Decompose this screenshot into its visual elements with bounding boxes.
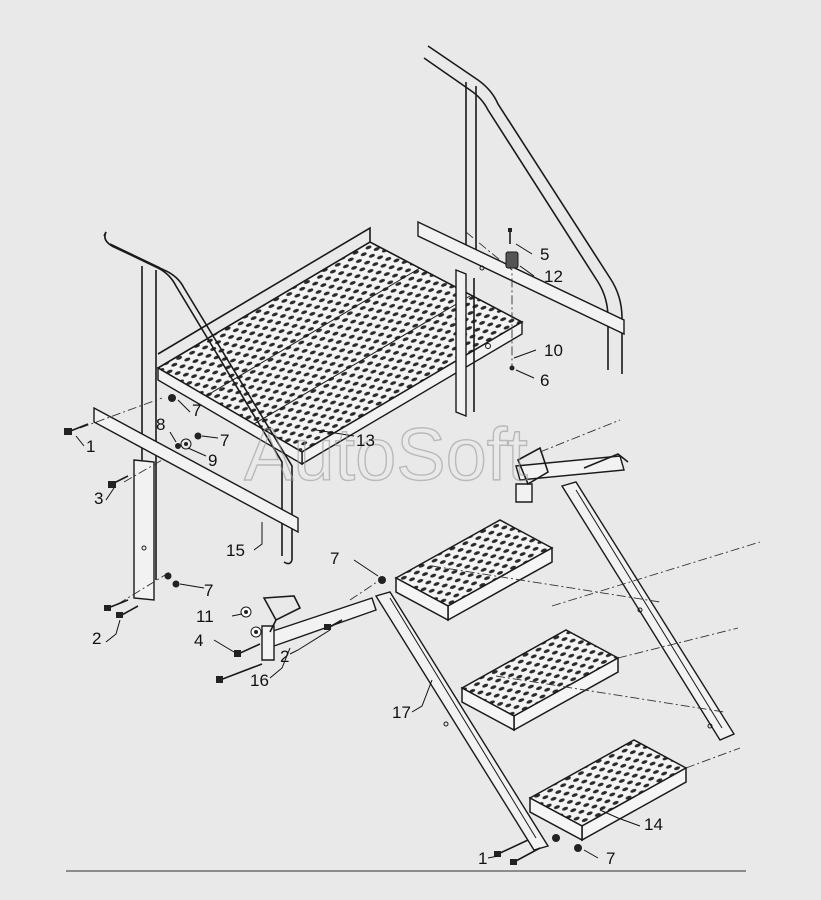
platform-grating	[156, 226, 524, 466]
nut-4	[250, 626, 262, 638]
callout-7-e: 7	[606, 849, 615, 868]
callout-16: 16	[250, 671, 269, 690]
step-tread-middle	[460, 629, 620, 732]
callout-1-upper: 1	[86, 437, 95, 456]
callout-1-bottom: 1	[478, 849, 487, 868]
callout-4: 4	[194, 631, 203, 650]
step-tread-bottom	[528, 739, 688, 842]
bolt-5	[508, 228, 512, 244]
callout-2-left: 2	[92, 629, 101, 648]
callout-7-c: 7	[204, 581, 213, 600]
watermark: AutoSoft	[244, 413, 528, 496]
nut-7b	[194, 432, 202, 440]
callout-5: 5	[540, 245, 549, 264]
callout-11: 11	[196, 607, 214, 626]
nut-7a	[168, 394, 176, 402]
front-handrail	[103, 231, 293, 580]
nut-11	[240, 606, 252, 618]
bolt-16	[216, 663, 263, 683]
callout-7-b: 7	[220, 431, 229, 450]
callout-14: 14	[644, 815, 663, 834]
callouts: 1 1 2 2 3 4 5 6 7 7 7 7 7 8 9 10 11 12 1…	[86, 245, 663, 868]
callout-3: 3	[94, 489, 103, 508]
callout-7-a: 7	[192, 401, 201, 420]
spacer-12	[505, 251, 519, 269]
nuts-7c	[164, 572, 180, 588]
hardware-bottom	[494, 834, 582, 865]
callout-13: 13	[356, 431, 375, 450]
callout-6: 6	[540, 371, 549, 390]
callout-12: 12	[544, 267, 563, 286]
washer-9	[180, 438, 192, 450]
callout-17: 17	[392, 703, 411, 722]
callout-15: 15	[226, 541, 245, 560]
nut-8	[175, 443, 181, 449]
bolts-1-bottom	[494, 839, 541, 865]
step-tread-top	[394, 519, 554, 622]
nut-7d	[378, 576, 386, 584]
bolt-3	[108, 475, 129, 488]
stair-bracket	[261, 579, 381, 661]
callout-9: 9	[208, 451, 217, 470]
callout-10: 10	[544, 341, 563, 360]
callout-7-d: 7	[330, 549, 339, 568]
callout-2-right: 2	[280, 647, 289, 666]
front-bar	[79, 397, 299, 605]
bolts-2-left	[104, 599, 139, 618]
leader-lines	[75, 243, 641, 859]
hardware-lower	[216, 576, 386, 683]
nut-7e	[574, 844, 582, 852]
nut-bottom	[552, 834, 560, 842]
bolt-1-upper	[64, 423, 89, 435]
rear-handrail	[417, 45, 625, 374]
upper-stair-bracket	[515, 419, 629, 503]
hardware	[64, 228, 519, 618]
bolt-4	[234, 643, 261, 657]
rear-legs	[455, 231, 513, 418]
stringers	[374, 481, 736, 851]
step-treads	[394, 519, 761, 842]
nut-6	[509, 365, 515, 371]
callout-8: 8	[156, 415, 165, 434]
bolt-2-right	[324, 619, 343, 630]
